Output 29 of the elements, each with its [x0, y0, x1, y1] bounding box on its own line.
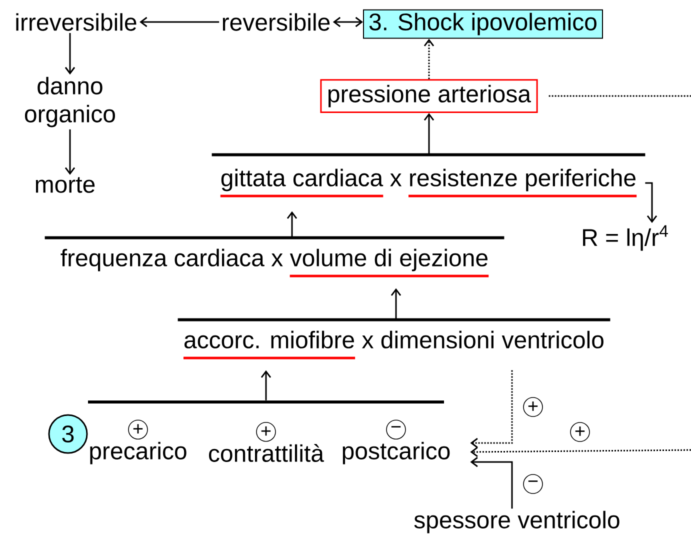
equation-text: gittata cardiaca x resistenze periferiche: [220, 168, 637, 198]
arrow: [140, 16, 220, 28]
arrow: [332, 16, 363, 28]
arrow: [260, 370, 272, 400]
term-label: spessore ventricolo: [414, 510, 620, 534]
factor-label: postcarico: [342, 442, 450, 464]
process-box: pressione arteriosa: [320, 79, 538, 113]
term-label: irreversibile: [16, 13, 136, 31]
factor-label: precarico: [90, 442, 186, 464]
equation-text: frequenza cardiaca x volume di ejezione: [60, 248, 489, 278]
formula-label: R = lη/r$^{4}$: [583, 225, 668, 251]
dotted-line: [548, 95, 691, 97]
term-label: morte: [36, 177, 95, 193]
arrow: [390, 288, 402, 320]
arrow: [424, 112, 434, 155]
arrow: [64, 129, 76, 175]
arrow: [64, 33, 76, 75]
heading-box: 3. Shock ipovolemico: [363, 9, 603, 39]
term-label: reversibile: [222, 13, 330, 31]
dotted-arrow: [424, 38, 434, 80]
equation-text: accorc. miofibre x dimensioni ventricolo: [183, 330, 604, 360]
term-label: danno organico: [24, 76, 115, 128]
dotted-arrow: [470, 446, 691, 458]
arrow: [470, 456, 513, 509]
arrow: [286, 211, 298, 238]
arrow: [645, 182, 658, 224]
dotted-arrow: [470, 370, 513, 448]
factor-label: contrattilità: [209, 444, 324, 462]
bar-line: [88, 400, 444, 404]
